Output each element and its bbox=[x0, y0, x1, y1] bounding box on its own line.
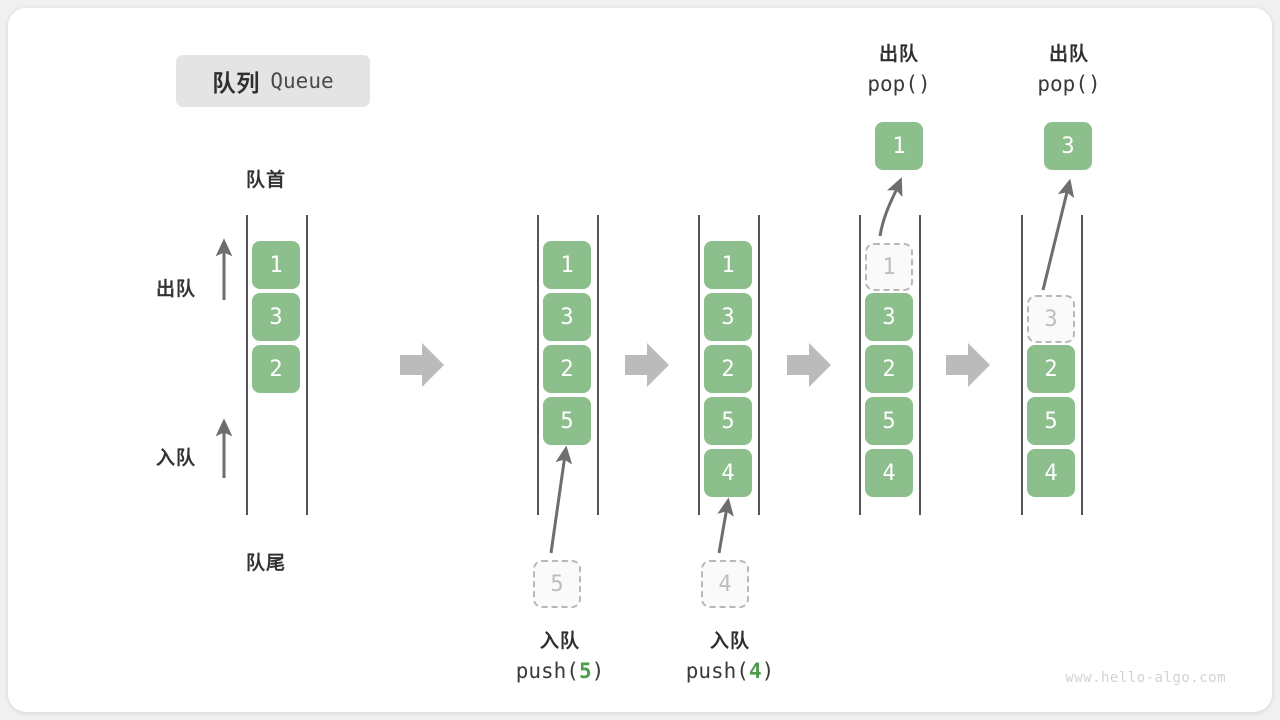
queue-5-cell-1: 5 bbox=[1027, 397, 1075, 445]
queue-2-ghost-cell: 5 bbox=[533, 560, 581, 608]
push-5-arrow bbox=[549, 445, 573, 554]
push-5-label-cn: 入队 bbox=[539, 631, 580, 652]
push-5-label: 入队 push(5) bbox=[470, 628, 650, 686]
queue-2-rail-left bbox=[537, 215, 539, 515]
queue-5-cell-0: 2 bbox=[1027, 345, 1075, 393]
dequeue-side-label: 出队 bbox=[156, 279, 197, 300]
queue-1-cell-0: 1 bbox=[252, 241, 300, 289]
pop-2-arrow bbox=[1041, 178, 1075, 291]
title-badge: 队列 Queue bbox=[176, 55, 370, 107]
queue-3-rail-right bbox=[758, 215, 760, 515]
queue-rear-label: 队尾 bbox=[246, 553, 287, 574]
queue-4-cell-3: 4 bbox=[865, 449, 913, 497]
push-4-label-code: push(4) bbox=[685, 658, 775, 683]
queue-3-cell-0: 1 bbox=[704, 241, 752, 289]
push-4-label-cn: 入队 bbox=[709, 631, 750, 652]
diagram-card: 队列 Queue 队首 队尾 出队 入队 1 3 2 1 3 2 5 5 入队 … bbox=[8, 8, 1272, 712]
pop-2-label-cn: 出队 bbox=[1048, 44, 1089, 65]
pop-1-label: 出队 pop() bbox=[829, 41, 969, 99]
queue-3-cell-1: 3 bbox=[704, 293, 752, 341]
queue-1-cell-1: 3 bbox=[252, 293, 300, 341]
title-chinese: 队列 bbox=[212, 70, 261, 96]
queue-5-popped-cell: 3 bbox=[1044, 122, 1092, 170]
queue-5-rail-right bbox=[1081, 215, 1083, 515]
queue-2-cell-0: 1 bbox=[543, 241, 591, 289]
queue-4-cell-2: 5 bbox=[865, 397, 913, 445]
queue-1-rail-left bbox=[246, 215, 248, 515]
push-4-arrow bbox=[717, 497, 734, 554]
queue-2-cell-3: 5 bbox=[543, 397, 591, 445]
queue-front-label: 队首 bbox=[246, 170, 287, 191]
queue-3-cell-4: 4 bbox=[704, 449, 752, 497]
watermark: www.hello-algo.com bbox=[1065, 670, 1226, 686]
queue-5-cell-2: 4 bbox=[1027, 449, 1075, 497]
pop-1-label-code: pop() bbox=[867, 71, 931, 96]
title-english: Queue bbox=[270, 69, 334, 93]
step-arrow-1 bbox=[400, 343, 444, 387]
pop-2-label: 出队 pop() bbox=[999, 41, 1139, 99]
push-5-label-code: push(5) bbox=[515, 658, 605, 683]
queue-5-rail-left bbox=[1021, 215, 1023, 515]
queue-3-cell-2: 2 bbox=[704, 345, 752, 393]
step-arrow-4 bbox=[946, 343, 990, 387]
pop-1-arrow bbox=[878, 177, 903, 237]
step-arrow-3 bbox=[787, 343, 831, 387]
queue-4-popped-cell: 1 bbox=[875, 122, 923, 170]
queue-4-rail-right bbox=[919, 215, 921, 515]
push-4-label: 入队 push(4) bbox=[640, 628, 820, 686]
queue-4-cell-1: 2 bbox=[865, 345, 913, 393]
queue-3-rail-left bbox=[698, 215, 700, 515]
queue-2-cell-1: 3 bbox=[543, 293, 591, 341]
pop-2-label-code: pop() bbox=[1037, 71, 1101, 96]
queue-4-cell-0: 3 bbox=[865, 293, 913, 341]
step-arrow-2 bbox=[625, 343, 669, 387]
queue-3-cell-3: 5 bbox=[704, 397, 752, 445]
queue-3-ghost-cell: 4 bbox=[701, 560, 749, 608]
arrow-overlay bbox=[215, 177, 1075, 554]
queue-4-rail-left bbox=[859, 215, 861, 515]
pop-1-label-cn: 出队 bbox=[878, 44, 919, 65]
enqueue-side-label: 入队 bbox=[156, 448, 197, 469]
queue-5-ghost-cell: 3 bbox=[1027, 295, 1075, 343]
queue-4-ghost-cell: 1 bbox=[865, 243, 913, 291]
queue-1-cell-2: 2 bbox=[252, 345, 300, 393]
queue-2-rail-right bbox=[597, 215, 599, 515]
queue-2-cell-2: 2 bbox=[543, 345, 591, 393]
queue-1-rail-right bbox=[306, 215, 308, 515]
